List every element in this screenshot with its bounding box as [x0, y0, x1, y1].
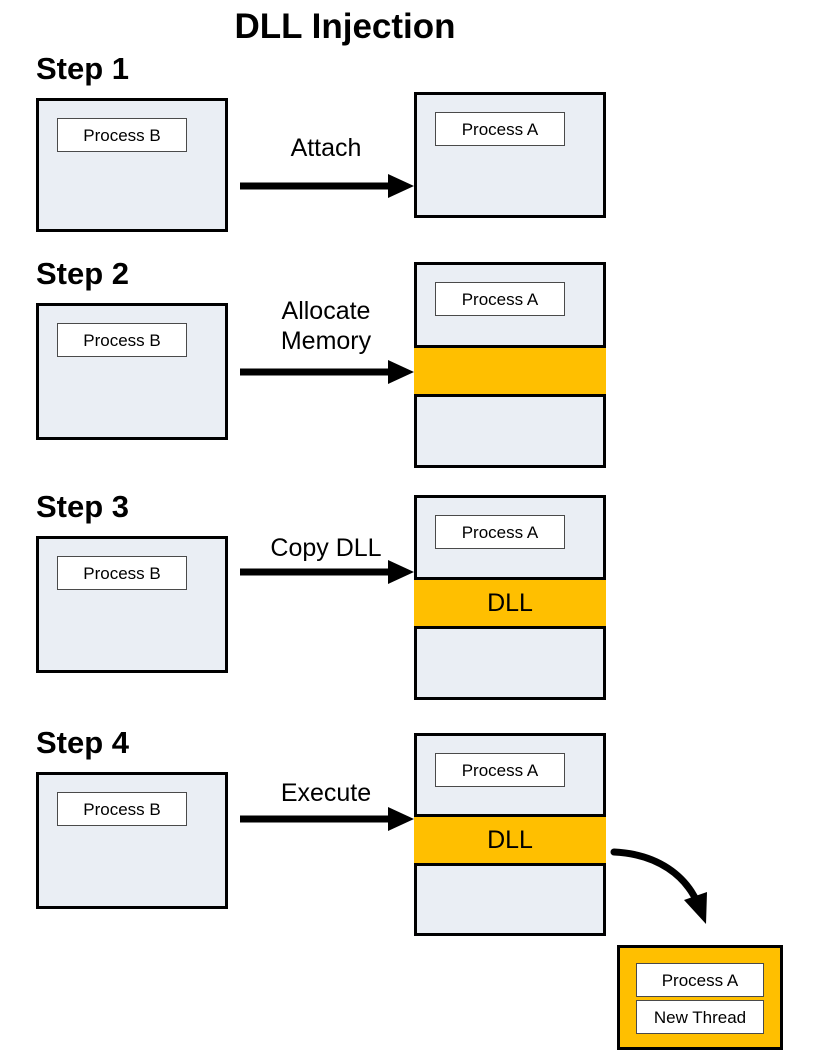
step-2-allocated-memory-band: [414, 345, 606, 397]
step-1-process-a-box: Process A: [414, 92, 606, 218]
step-3-process-a-box: Process A DLL: [414, 495, 606, 700]
step-4-process-a-plate: Process A: [435, 753, 565, 787]
step-2-allocate-memory-arrow: [240, 360, 414, 384]
step-1-arrow-label: Attach: [290, 134, 362, 162]
step-1-process-a-plate: Process A: [435, 112, 565, 146]
step-3-process-b-box: Process B: [36, 536, 228, 673]
step-3-copy-dll-arrow: [240, 560, 414, 584]
step-4-spawn-thread-curved-arrow: [610, 848, 707, 924]
step-3-process-b-plate: Process B: [57, 556, 187, 590]
step-1-process-b-box: Process B: [36, 98, 228, 232]
step-4-process-a-box: Process A DLL: [414, 733, 606, 936]
step-2-process-a-plate: Process A: [435, 282, 565, 316]
step-2-process-b-box: Process B: [36, 303, 228, 440]
step-2-process-a-box: Process A: [414, 262, 606, 468]
step-4-process-b-box: Process B: [36, 772, 228, 909]
step-1-process-b-plate: Process B: [57, 118, 187, 152]
step-3-process-a-plate: Process A: [435, 515, 565, 549]
step-2-arrow-label: Allocate Memory: [280, 297, 372, 355]
step-4-execute-arrow: [240, 807, 414, 831]
step-4-result-new-thread-plate: New Thread: [636, 1000, 764, 1034]
page-title: DLL Injection: [234, 7, 456, 46]
step-2-process-b-plate: Process B: [57, 323, 187, 357]
step-4-result-process-a-plate: Process A: [636, 963, 764, 997]
step-2-label: Step 2: [36, 256, 130, 291]
step-1-label: Step 1: [36, 51, 130, 86]
step-4-process-b-plate: Process B: [57, 792, 187, 826]
step-1-attach-arrow: [240, 174, 414, 198]
step-4-label: Step 4: [36, 725, 130, 760]
step-3-arrow-label: Copy DLL: [270, 534, 382, 562]
step-4-dll-band: DLL: [414, 814, 606, 866]
step-3-dll-band: DLL: [414, 577, 606, 629]
step-4-result-box: Process A New Thread: [617, 945, 783, 1050]
step-3-label: Step 3: [36, 489, 130, 524]
step-4-arrow-label: Execute: [280, 779, 372, 807]
